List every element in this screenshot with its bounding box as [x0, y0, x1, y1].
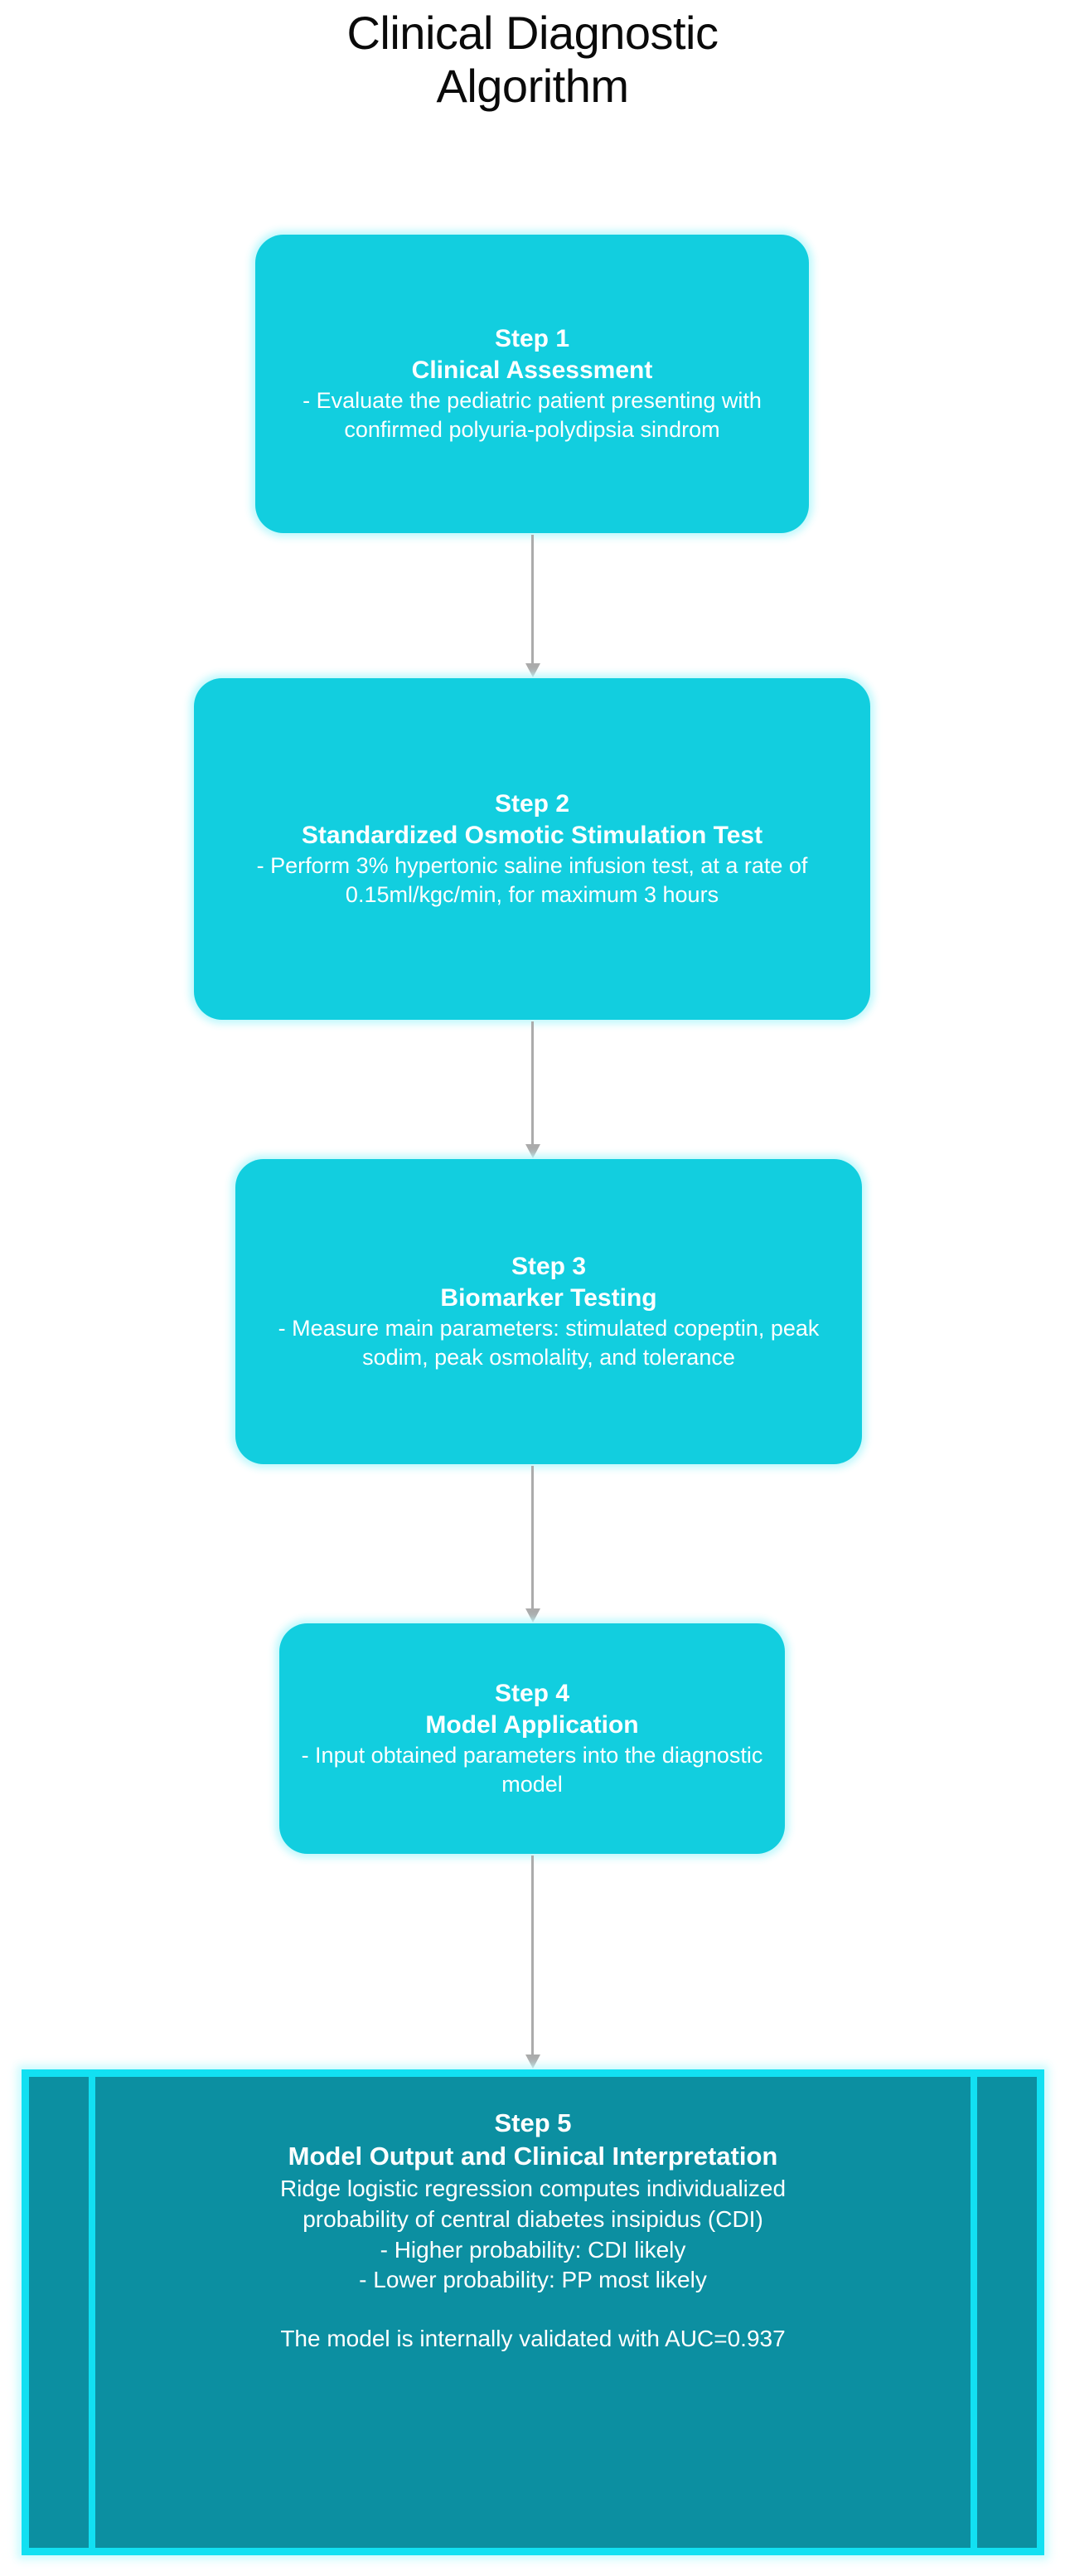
arrow-shaft [531, 535, 534, 663]
page-title: Clinical Diagnostic Algorithm [0, 7, 1065, 114]
down-arrow-icon-step2-to-step3 [525, 1021, 540, 1158]
spacer [29, 2296, 1037, 2324]
step-1-description: - Evaluate the pediatric patient present… [303, 388, 762, 443]
step-5-description-line-1: Ridge logistic regression computes indiv… [279, 2175, 787, 2201]
step-5-description-line-2: probability of central diabetes insipidu… [303, 2205, 763, 2232]
step-4-title: Model Application [425, 1710, 639, 1739]
arrow-shaft [531, 1021, 534, 1144]
flowchart-node-step-1[interactable]: Step 1 Clinical Assessment - Evaluate th… [255, 235, 809, 533]
step-1-number: Step 1 [494, 324, 570, 352]
step-5-description-line-3: - Higher probability: CDI likely [380, 2236, 686, 2263]
down-arrow-icon-step1-to-step2 [525, 535, 540, 677]
page-title-line-1: Clinical Diagnostic [346, 7, 719, 59]
step-5-validation-note: The model is internally validated with A… [280, 2326, 786, 2352]
down-arrow-icon-step3-to-step4 [525, 1466, 540, 1623]
step-4-number: Step 4 [494, 1679, 570, 1707]
step-5-title: Model Output and Clinical Interpretation [288, 2142, 778, 2171]
flowchart-node-step-2[interactable]: Step 2 Standardized Osmotic Stimulation … [194, 678, 870, 1020]
arrow-shaft [531, 1856, 534, 2054]
decorative-rail-right [971, 2077, 977, 2548]
arrow-head [525, 1608, 540, 1623]
step-2-number: Step 2 [494, 789, 570, 817]
page-title-line-2: Algorithm [436, 60, 629, 113]
flowchart-node-step-5-output[interactable]: Step 5 Model Output and Clinical Interpr… [22, 2069, 1044, 2555]
down-arrow-icon-step4-to-step5 [525, 1856, 540, 2069]
step-2-title: Standardized Osmotic Stimulation Test [301, 821, 763, 849]
step-5-number: Step 5 [494, 2108, 572, 2137]
step-2-description: - Perform 3% hypertonic saline infusion … [256, 853, 808, 908]
step-3-description: - Measure main parameters: stimulated co… [278, 1316, 820, 1370]
flowchart-node-step-3[interactable]: Step 3 Biomarker Testing - Measure main … [235, 1159, 862, 1464]
arrow-head [525, 1144, 540, 1158]
arrow-head [525, 663, 540, 677]
flowchart-node-step-4[interactable]: Step 4 Model Application - Input obtaine… [279, 1623, 785, 1854]
step-3-number: Step 3 [511, 1252, 587, 1280]
step-5-description-line-4: - Lower probability: PP most likely [359, 2267, 707, 2293]
step-1-title: Clinical Assessment [411, 356, 653, 384]
step-4-description: - Input obtained parameters into the dia… [301, 1743, 763, 1797]
arrow-shaft [531, 1466, 534, 1608]
step-3-title: Biomarker Testing [440, 1283, 657, 1312]
decorative-rail-left [89, 2077, 95, 2548]
arrow-head [525, 2054, 540, 2069]
